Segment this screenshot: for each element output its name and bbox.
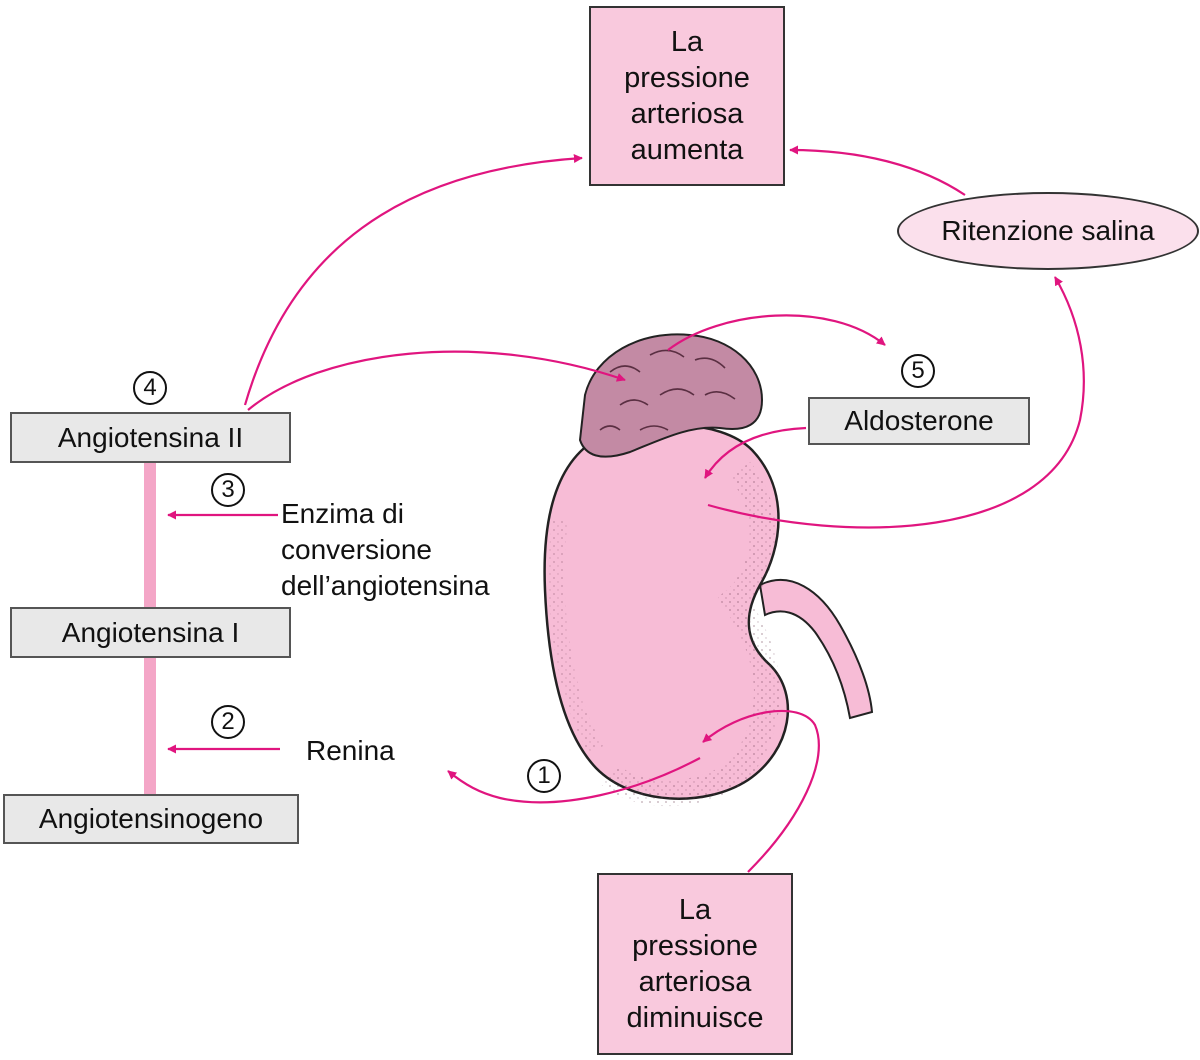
pressure-decrease-box: La pressione arteriosa diminuisce [597,873,793,1055]
pressure-decrease-line: diminuisce [626,1002,764,1034]
pressure-decrease-line: pressione [632,930,758,962]
arrow-angiotensin2-to-pressure [243,154,583,406]
step-2-marker: 2 [211,705,245,739]
step-3-marker: 3 [211,473,245,507]
ace-line: Enzima di [281,498,404,529]
angiotensinogen-label: Angiotensinogeno [38,803,264,834]
pressure-increase-box: La pressione arteriosa aumenta [589,6,785,186]
angiotensin-2-label: Angiotensina II [57,421,244,453]
salt-retention-oval: Ritenzione salina [897,192,1199,270]
pressure-increase-line: arteriosa [630,98,744,130]
step-4-marker: 4 [133,371,167,405]
arrow-pressure-drop-to-kidney [702,709,820,873]
ureter [758,579,874,720]
adrenal-gland [578,333,764,458]
pressure-increase-line: pressione [624,62,750,94]
arrow-kidney-to-renin [447,757,701,804]
arrow-angiotensin2-to-adrenal [247,350,626,411]
ace-line: dell’angiotensina [281,570,490,601]
arrow-aldosterone-to-kidney [704,426,807,479]
pressure-decrease-line: La [678,894,712,926]
pressure-decrease-line: arteriosa [638,966,752,998]
arrow-kidney-to-salt-retention [707,276,1085,529]
arrow-adrenal-to-aldosterone [667,314,886,351]
angiotensin-1-label: Angiotensina I [61,616,240,648]
angiotensinogen-box: Angiotensinogeno [3,794,299,844]
aldosterone-box: Aldosterone [808,397,1030,445]
arrow-salt-retention-to-pressure [789,145,966,196]
aldosterone-label: Aldosterone [844,405,994,436]
ace-label: Enzima di conversione dell’angiotensina [281,496,490,604]
step-1-marker: 1 [527,759,561,793]
angiotensin-1-box: Angiotensina I [10,607,291,658]
renin-label: Renina [306,735,395,766]
salt-retention-label: Ritenzione salina [941,215,1155,246]
kidney [543,423,790,807]
pressure-increase-line: aumenta [630,134,744,166]
pressure-increase-line: La [670,26,704,58]
angiotensin-2-box: Angiotensina II [10,412,291,463]
step-5-marker: 5 [901,354,935,388]
ace-line: conversione [281,534,432,565]
